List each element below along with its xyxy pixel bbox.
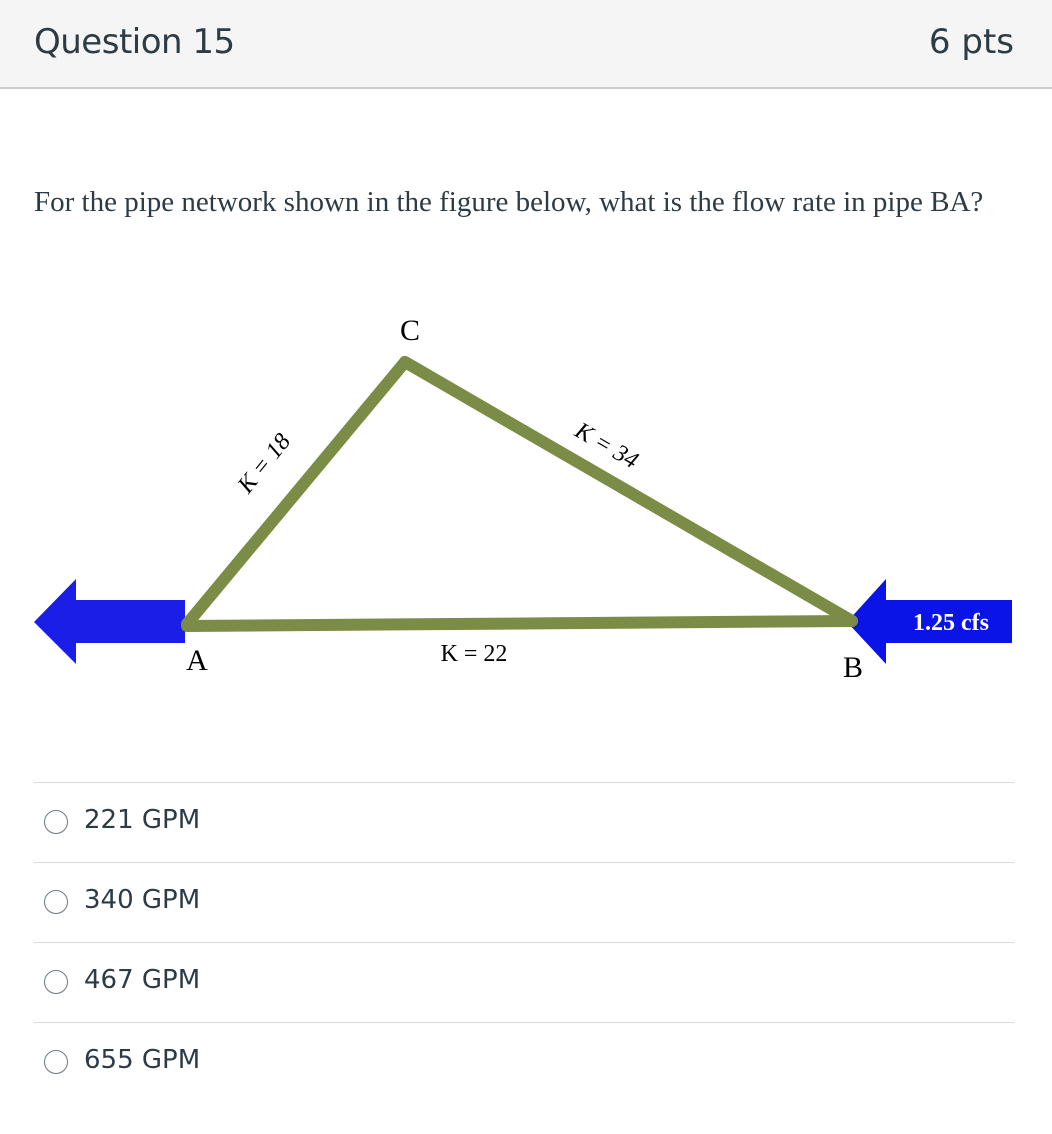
- inflow-label: 1.25 cfs: [913, 610, 989, 636]
- pipe-ab-label: K = 22: [441, 641, 508, 667]
- pipe-ab: [181, 615, 858, 632]
- answer-option[interactable]: 655 GPM: [34, 1022, 1014, 1102]
- answer-option[interactable]: 340 GPM: [34, 862, 1014, 942]
- pipe-network-figure: 1.25 cfs C A B K = 18 K = 34 K = 22: [34, 314, 1012, 684]
- question-title: Question 15: [34, 22, 235, 62]
- pipe-ac: [181, 356, 411, 630]
- radio-button[interactable]: [44, 890, 68, 914]
- answer-list: 221 GPM 340 GPM 467 GPM 655 GPM: [34, 782, 1014, 1102]
- answer-option[interactable]: 221 GPM: [34, 782, 1014, 862]
- question-header: Question 15 6 pts: [0, 0, 1052, 89]
- answer-label: 221 GPM: [84, 805, 201, 835]
- node-label-a: A: [186, 644, 208, 677]
- question-points: 6 pts: [928, 22, 1014, 62]
- answer-label: 467 GPM: [84, 965, 201, 995]
- answer-label: 340 GPM: [84, 885, 201, 915]
- question-prompt: For the pipe network shown in the figure…: [34, 186, 984, 218]
- radio-button[interactable]: [44, 810, 68, 834]
- outflow-arrow: [34, 579, 185, 664]
- answer-option[interactable]: 467 GPM: [34, 942, 1014, 1022]
- pipe-cb: [399, 356, 858, 627]
- inflow-arrow: [847, 579, 1012, 664]
- answer-label: 655 GPM: [84, 1045, 201, 1075]
- radio-button[interactable]: [44, 1050, 68, 1074]
- radio-button[interactable]: [44, 970, 68, 994]
- node-label-b: B: [843, 651, 863, 684]
- node-label-c: C: [400, 314, 420, 347]
- pipe-ac-label: K = 18: [232, 429, 296, 499]
